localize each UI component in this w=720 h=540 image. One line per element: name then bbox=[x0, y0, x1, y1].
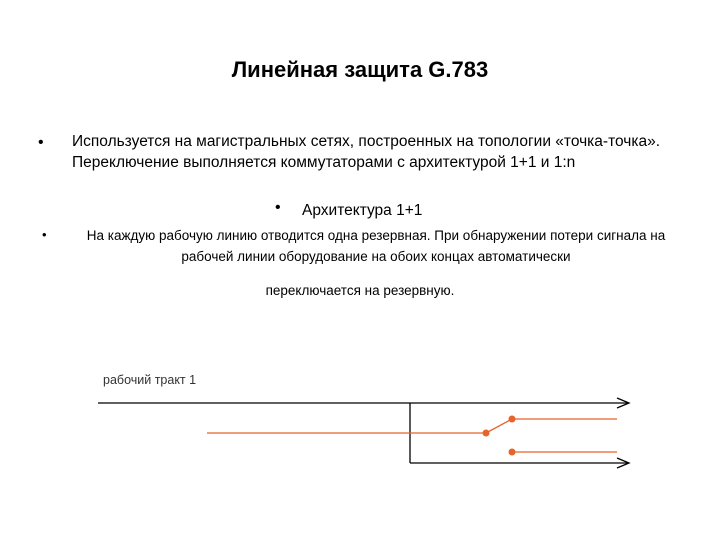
switch-pivot-contact bbox=[482, 429, 490, 437]
switch-contact-working bbox=[508, 415, 516, 423]
protection-path-arrow bbox=[616, 457, 631, 469]
bullet-text-description-continued: переключается на резервную. bbox=[265, 283, 455, 298]
slide-title: Линейная защита G.783 bbox=[231, 57, 489, 82]
bullet-text-architecture: Архитектура 1+1 bbox=[302, 202, 423, 219]
switch-lever bbox=[485, 418, 513, 434]
bullet-marker: • bbox=[38, 134, 44, 151]
bullet-text-description: На каждую рабочую линию отводится одна р… bbox=[86, 228, 666, 264]
switch-contact-protection bbox=[508, 448, 516, 456]
bullet-marker: • bbox=[275, 199, 281, 216]
diagram-label-working-path: рабочий тракт 1 bbox=[103, 373, 197, 387]
bullet-marker: • bbox=[42, 227, 47, 242]
working-path-arrow bbox=[616, 397, 631, 409]
bullet-text-usage: Используется на магистральных сетях, пос… bbox=[72, 133, 661, 171]
